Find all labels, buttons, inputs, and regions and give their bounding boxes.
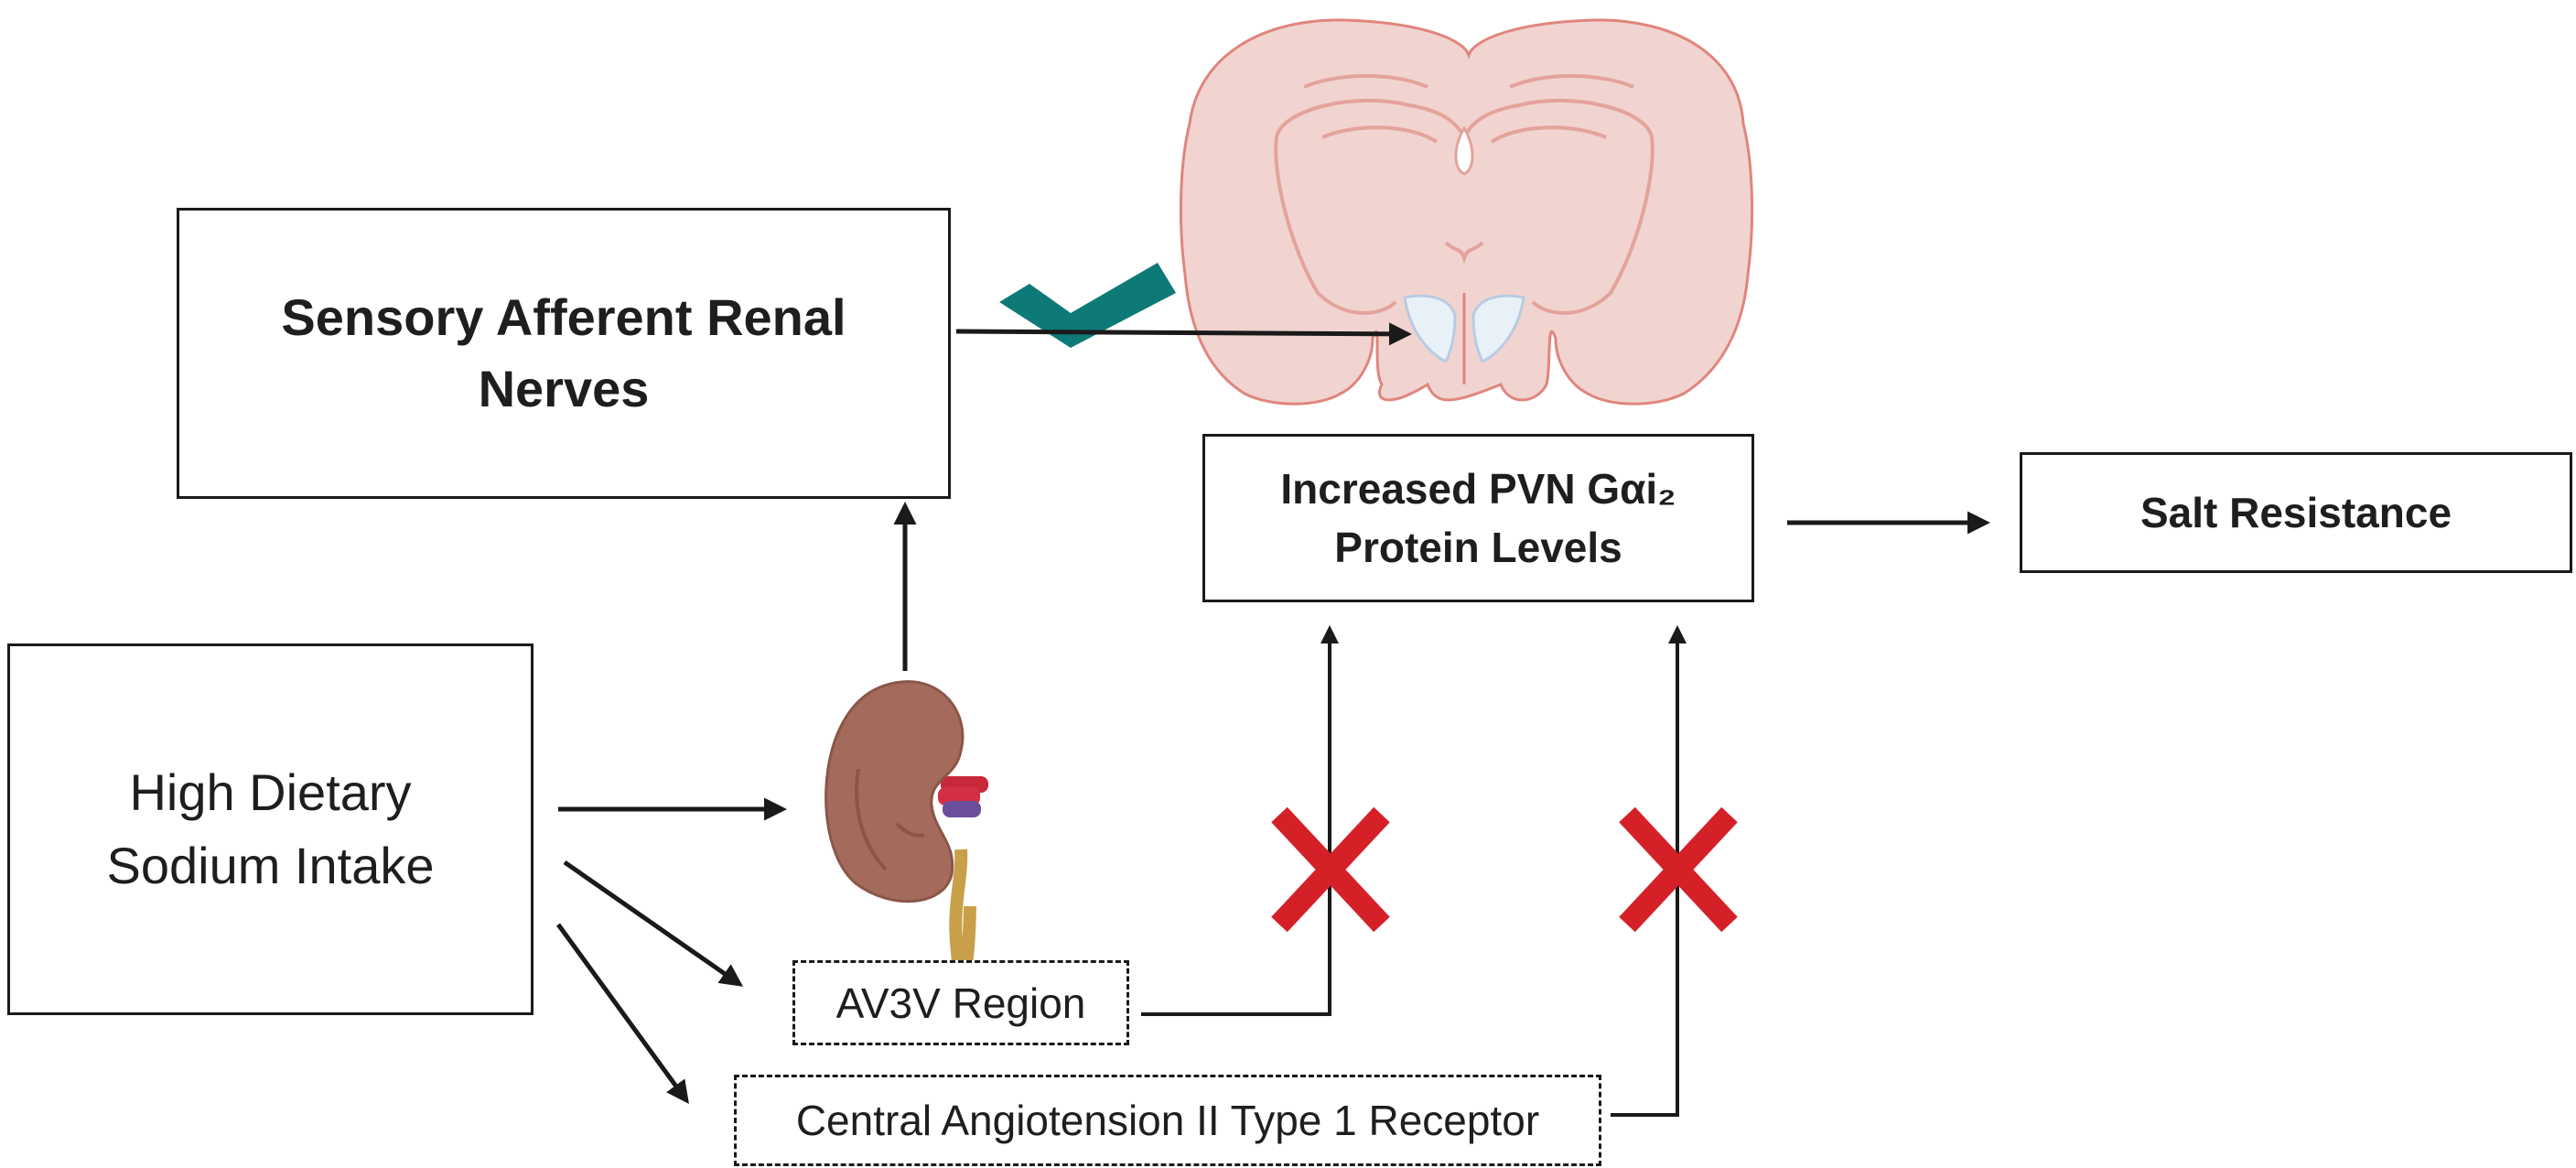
sensory-box-line1: Sensory Afferent Renal <box>281 288 846 346</box>
cross-icon <box>1619 806 1738 933</box>
sodium-box-line1: High Dietary <box>129 763 412 821</box>
connector-av3v-to-pvn <box>1141 625 1339 1016</box>
salt-resistance-box: Salt Resistance <box>2020 452 2572 573</box>
av3v-region-label: AV3V Region <box>835 979 1086 1027</box>
central-angiotensin-receptor-label: Central Angiotension II Type 1 Receptor <box>795 1097 1540 1144</box>
sodium-box-line2: Sodium Intake <box>106 837 435 894</box>
pvn-protein-levels-box: Increased PVN Gαi₂ Protein Levels <box>1202 434 1754 602</box>
connector-at1-to-pvn <box>1611 625 1687 1117</box>
brain-coronal-section-icon <box>1179 18 1754 406</box>
central-angiotensin-receptor-box: Central Angiotension II Type 1 Receptor <box>734 1075 1601 1166</box>
pvn-box-line2: Protein Levels <box>1334 524 1622 571</box>
arrow-sodium-to-av3v <box>563 860 744 987</box>
salt-resistance-label: Salt Resistance <box>2139 489 2452 536</box>
sensory-afferent-renal-nerves-box: Sensory Afferent Renal Nerves <box>177 208 951 499</box>
check-icon <box>999 263 1176 348</box>
sensory-box-line2: Nerves <box>478 360 650 417</box>
kidney-icon <box>825 680 988 981</box>
cross-icon <box>1271 806 1390 933</box>
pvn-box-line1: Increased PVN Gαi₂ <box>1280 465 1676 513</box>
arrow-sensory-to-brain <box>955 322 1412 346</box>
high-dietary-sodium-box: High Dietary Sodium Intake <box>7 643 534 1015</box>
arrow-sodium-to-at1 <box>555 923 689 1105</box>
av3v-region-box: AV3V Region <box>792 960 1129 1045</box>
